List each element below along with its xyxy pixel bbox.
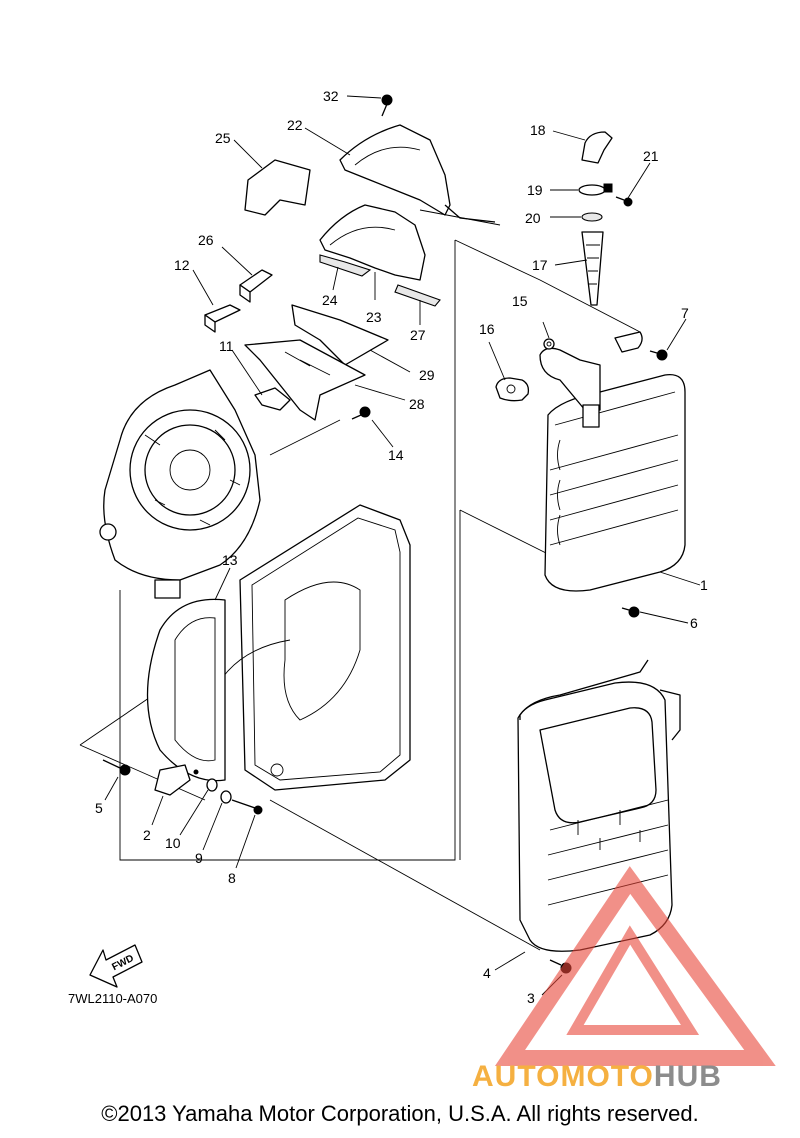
fan-housing-part (146, 504, 411, 791)
callout-10: 10 (165, 835, 181, 851)
bracket-28-part (244, 339, 366, 421)
screen-20-part (581, 212, 603, 222)
bolt-8-part (231, 799, 263, 815)
callout-16: 16 (479, 321, 495, 337)
pad-25-part (244, 159, 311, 216)
callout-27: 27 (410, 327, 426, 343)
callout-12: 12 (174, 257, 190, 273)
callout-29: 29 (419, 367, 435, 383)
bolt-5-part (102, 759, 131, 776)
assembly-guide-lines (79, 209, 641, 951)
fwd-arrow-icon: FWD (89, 944, 143, 988)
bolt-21-part (615, 196, 633, 207)
callout-21: 21 (643, 148, 659, 164)
bolt-6-part (621, 606, 640, 618)
callout-numbers: 1 2 3 4 5 6 7 8 9 10 11 12 13 14 15 16 1… (95, 88, 708, 1006)
leader-lines (104, 95, 701, 996)
callout-4: 4 (483, 965, 491, 981)
watermark-brand: AUTOMOTOHUB (472, 1060, 722, 1093)
pad-12-part (204, 304, 241, 333)
callout-2: 2 (143, 827, 151, 843)
muffler-part (539, 331, 686, 592)
callout-15: 15 (512, 293, 528, 309)
callout-32: 32 (323, 88, 339, 104)
heat-shield-upper-part (339, 124, 496, 223)
callout-28: 28 (409, 396, 425, 412)
nut-15-part (543, 338, 555, 350)
callout-3: 3 (527, 990, 535, 1006)
clamp-19-part (578, 183, 613, 196)
bolt-14-part (351, 406, 371, 420)
arrestor-17-part (581, 231, 604, 306)
gasket-16-part (495, 377, 530, 402)
bracket-part (154, 764, 199, 796)
callout-17: 17 (532, 257, 548, 273)
pad-26-part (239, 269, 273, 303)
callout-20: 20 (525, 210, 541, 226)
callout-22: 22 (287, 117, 303, 133)
callout-24: 24 (322, 292, 338, 308)
callout-6: 6 (690, 615, 698, 631)
callout-19: 19 (527, 182, 543, 198)
callout-8: 8 (228, 870, 236, 886)
automotohub-watermark (494, 866, 776, 1066)
bracket-11-part (254, 387, 291, 411)
copyright-notice: ©2013 Yamaha Motor Corporation, U.S.A. A… (101, 1101, 699, 1126)
callout-14: 14 (388, 447, 404, 463)
clip-24-part (319, 254, 372, 277)
watermark-brand-b: HUB (654, 1060, 722, 1093)
washer-10-part (206, 778, 218, 792)
crankcase-part (99, 369, 261, 599)
bolt-7-part (649, 349, 668, 361)
callout-25: 25 (215, 130, 231, 146)
heat-shield-lower-part (319, 204, 426, 281)
watermark-brand-a: AUTOMOTO (472, 1060, 654, 1093)
washer-9-part (220, 790, 232, 804)
callout-13: 13 (222, 552, 238, 568)
callout-11: 11 (219, 338, 234, 354)
callout-9: 9 (195, 850, 203, 866)
callout-26: 26 (198, 232, 214, 248)
callout-7: 7 (681, 305, 689, 321)
bolt-32-part (381, 94, 393, 117)
callout-18: 18 (530, 122, 546, 138)
diagram-code: 7WL2110-A070 (68, 991, 157, 1006)
callout-1: 1 (700, 577, 708, 593)
clip-27-part (394, 284, 441, 307)
callout-5: 5 (95, 800, 103, 816)
elbow-18-part (581, 131, 613, 164)
callout-23: 23 (366, 309, 382, 325)
